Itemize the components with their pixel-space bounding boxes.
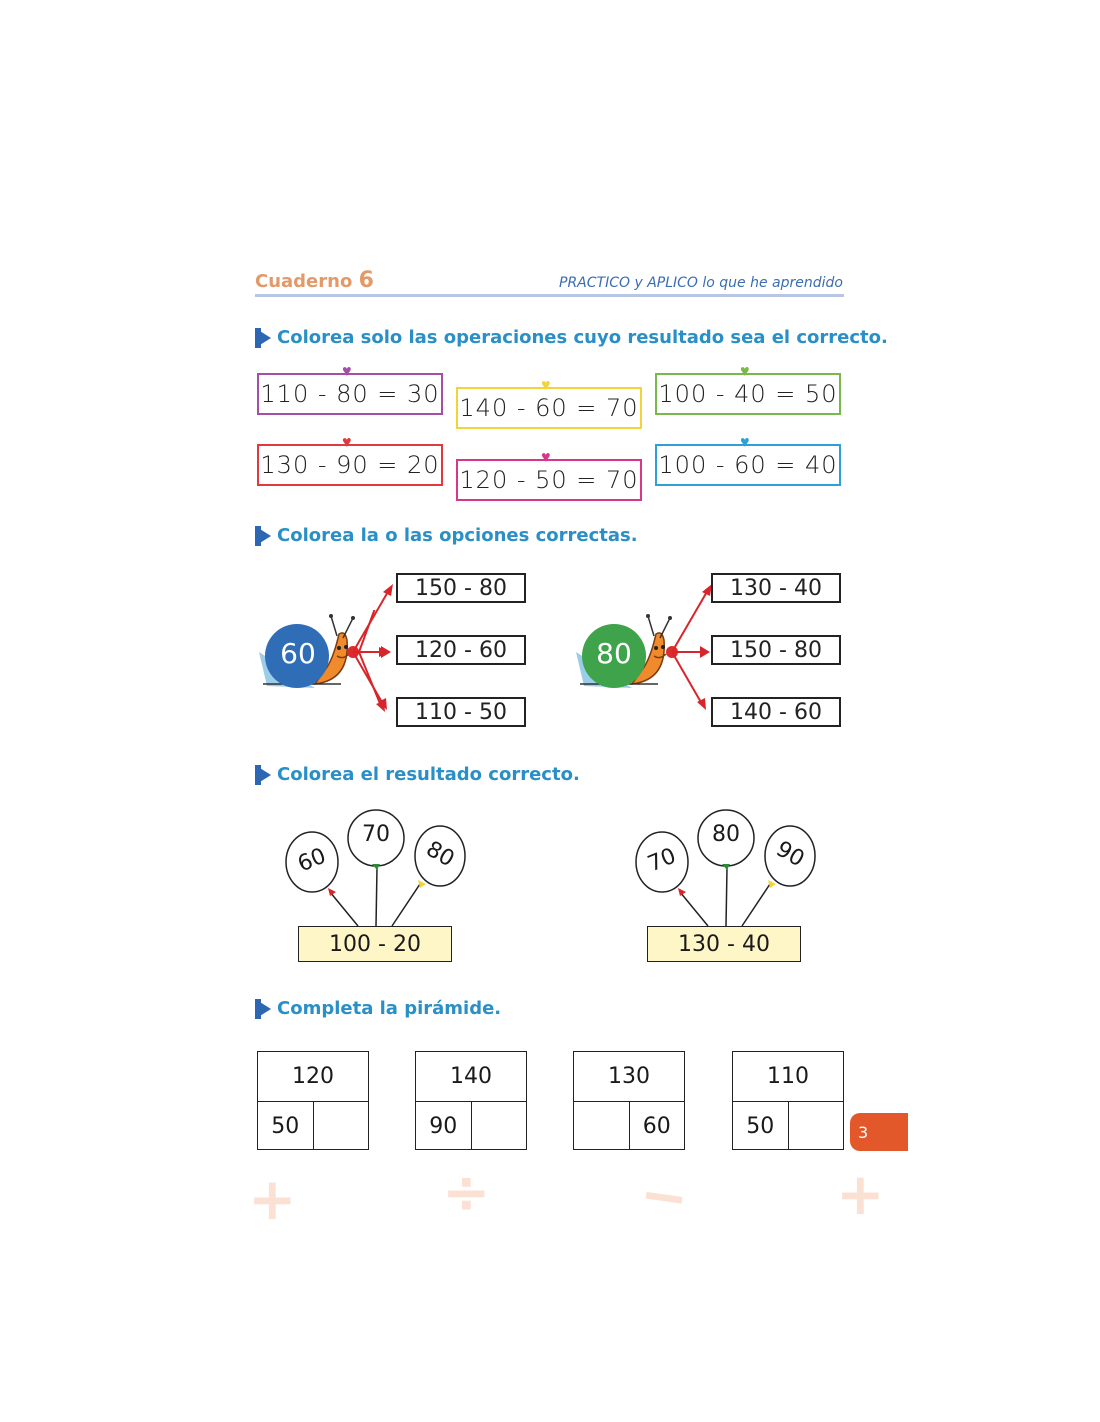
pyramid-top: 130 [574,1052,684,1102]
equation-box[interactable]: ♥ 100 - 40 = 50 [655,363,841,415]
notebook-number: 6 [358,268,374,293]
option-text: 110 - 50 [415,699,507,725]
option-text: 150 - 80 [730,637,822,663]
operation-text: 130 - 40 [678,931,770,957]
balloon[interactable] [698,810,754,866]
option-box[interactable]: 110 - 50 [396,697,526,727]
balloon-group-strings [635,809,816,927]
operation-box: 100 - 20 [298,926,452,962]
equation-box[interactable]: ♥ 100 - 60 = 40 [655,434,841,486]
balloon[interactable] [765,826,815,886]
pyramid-cell-left: 50 [271,1113,300,1139]
snail-illustration [259,610,389,712]
pyramid-cell-left: 50 [746,1113,775,1139]
balloon[interactable] [415,826,465,886]
minus-icon: − [635,1158,694,1234]
equation-box[interactable]: ♥ 130 - 90 = 20 [257,434,443,486]
heart-icon: ♥ [342,432,353,451]
section-4-text: Completa la pirámide. [277,998,502,1019]
header-divider [255,294,844,297]
heart-icon: ♥ [740,432,751,451]
heart-icon: ♥ [342,361,353,380]
pyramid: 110 50 [732,1051,844,1150]
notebook-label: Cuaderno [255,271,353,292]
section-title-3: Colorea el resultado correcto. [255,764,580,785]
equation-text: 100 - 60 = 40 [658,451,838,479]
pyramid-cell-right-blank[interactable] [787,1102,844,1150]
balloon[interactable] [348,810,404,866]
equation-box[interactable]: ♥ 110 - 80 = 30 [257,363,443,415]
bullet-arrow-icon [255,525,271,546]
option-text: 130 - 40 [730,575,822,601]
equation-text: 130 - 90 = 20 [260,451,440,479]
option-box[interactable]: 120 - 60 [396,635,526,665]
arrows-left [353,584,393,710]
bullet-arrow-icon [255,998,271,1019]
balloon-group-strings [285,809,466,927]
plus-icon: + [248,1165,297,1233]
pyramid-top: 110 [733,1052,843,1102]
operation-text: 100 - 20 [329,931,421,957]
section-1-text: Colorea solo las operaciones cuyo result… [277,327,888,348]
section-title-4: Completa la pirámide. [255,998,501,1019]
bullet-arrow-icon [255,764,271,785]
option-box[interactable]: 130 - 40 [711,573,841,603]
pyramid: 120 50 [257,1051,369,1150]
section-title-2: Colorea la o las opciones correctas. [255,525,638,546]
option-box[interactable]: 140 - 60 [711,697,841,727]
pyramid: 140 90 [415,1051,527,1150]
balloon-label: 70 [362,822,390,847]
pyramid-cell-right: 60 [628,1102,685,1150]
heart-icon: ♥ [541,375,552,394]
equation-text: 100 - 40 = 50 [658,380,838,408]
equation-text: 140 - 60 = 70 [459,394,639,422]
balloon[interactable] [286,832,338,892]
equation-text: 110 - 80 = 30 [260,380,440,408]
operation-box: 130 - 40 [647,926,801,962]
balloon-label: 80 [712,822,740,847]
page-number-tab: 3 [850,1113,908,1151]
equation-box[interactable]: ♥ 140 - 60 = 70 [456,377,642,429]
heart-icon: ♥ [541,447,552,466]
section-2-text: Colorea la o las opciones correctas. [277,525,638,546]
pyramid-cell-right-blank[interactable] [470,1102,527,1150]
pyramid-cell-right-blank[interactable] [312,1102,369,1150]
heart-icon: ♥ [740,361,751,380]
arrows-right [672,584,712,710]
pyramid-top: 120 [258,1052,368,1102]
divide-icon: ÷ [442,1158,491,1226]
notebook-title: Cuaderno 6 [255,268,374,293]
page-number: 3 [858,1122,869,1142]
snail-value: 80 [596,637,632,670]
pyramid: 130 60 [573,1051,685,1150]
snail-illustration [576,614,678,688]
option-text: 120 - 60 [415,637,507,663]
bullet-arrow-icon [255,327,271,348]
equation-box[interactable]: ♥ 120 - 50 = 70 [456,449,642,501]
header-subtitle: PRACTICO y APLICO lo que he aprendido [559,275,843,291]
section-3-text: Colorea el resultado correcto. [277,764,580,785]
option-text: 150 - 80 [415,575,507,601]
balloon[interactable] [636,832,688,892]
pyramid-top: 140 [416,1052,526,1102]
section-title-1: Colorea solo las operaciones cuyo result… [255,327,888,348]
option-box[interactable]: 150 - 80 [711,635,841,665]
option-box[interactable]: 150 - 80 [396,573,526,603]
option-text: 140 - 60 [730,699,822,725]
pyramid-cell-left-blank[interactable] [574,1102,629,1150]
snail-value: 60 [280,637,316,670]
equation-text: 120 - 50 = 70 [459,466,639,494]
plus-icon: + [836,1160,885,1228]
pyramid-cell-left: 90 [429,1113,458,1139]
